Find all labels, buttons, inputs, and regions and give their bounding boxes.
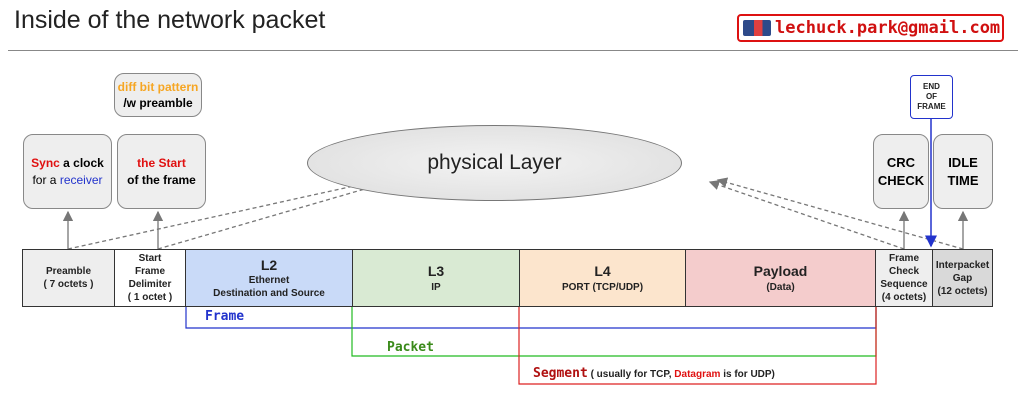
note-diff-line2: /w preamble <box>123 96 193 110</box>
segment-range-title: Segment <box>533 366 588 381</box>
segment-range-line <box>518 307 877 385</box>
packet-range-label: Packet <box>387 340 434 355</box>
dashed-gap-physical <box>716 177 964 250</box>
cell-frame-check-sequence: Frame Check Sequence (4 octets) <box>875 249 933 307</box>
frame-range-line <box>185 307 877 329</box>
end-of-frame-box: END OF FRAME <box>910 75 953 119</box>
note-diff-line1: diff bit pattern <box>117 79 199 94</box>
segment-range-label: Segment ( usually for TCP, Datagram is f… <box>533 366 775 381</box>
cell-fcs-l3: Sequence <box>880 279 928 290</box>
logo-icon <box>743 20 771 36</box>
note-sync-d: receiver <box>59 172 103 187</box>
cell-l4-l2: PORT (TCP/UDP) <box>561 281 644 293</box>
note-crc-b: CHECK <box>877 172 925 188</box>
cell-l2-ethernet: L2 Ethernet Destination and Source <box>185 249 353 307</box>
note-crc-check: CRC CHECK <box>873 134 929 209</box>
physical-layer-ellipse: physical Layer <box>307 125 682 201</box>
physical-layer-label: physical Layer <box>427 151 562 174</box>
cell-fcs-l2: Check <box>888 266 919 277</box>
dashed-sfd-physical <box>157 181 384 250</box>
cell-interpacket-gap: Interpacket Gap (12 octets) <box>932 249 993 307</box>
cell-gap-l1: Interpacket <box>935 259 990 271</box>
cell-l3-l2: IP <box>431 281 441 293</box>
note-diff-bit-pattern: diff bit pattern /w preamble <box>114 73 202 117</box>
segment-range-note-a: ( usually for TCP, <box>587 369 675 380</box>
dashed-fcs-physical <box>708 180 905 250</box>
cell-l4-port: L4 PORT (TCP/UDP) <box>519 249 686 307</box>
segment-range-note-b: Datagram <box>674 369 721 380</box>
cell-preamble-l1: Preamble <box>45 266 92 277</box>
title-divider <box>8 50 1018 51</box>
cell-preamble: Preamble ( 7 octets ) <box>22 249 115 307</box>
end-of-frame-line1: END <box>923 82 940 91</box>
cell-l3-ip: L3 IP <box>352 249 520 307</box>
email-text: lechuck.park@gmail.com <box>775 18 1001 38</box>
note-start-a: the Start <box>137 156 186 171</box>
cell-start-frame-delimiter: Start Frame Delimiter ( 1 octet ) <box>114 249 186 307</box>
page-title: Inside of the network packet <box>14 6 326 34</box>
note-sync-c: for a <box>32 172 60 187</box>
dashed-preamble-physical <box>67 178 374 250</box>
end-of-frame-line3: FRAME <box>917 102 946 111</box>
note-idle-a: IDLE <box>948 154 978 170</box>
note-sync-a: Sync <box>31 156 60 171</box>
cell-sfd-l1: Start <box>138 253 162 264</box>
cell-gap-l2: Gap <box>952 272 973 284</box>
note-start-b: of the frame <box>127 172 196 187</box>
cell-fcs-l1: Frame <box>888 253 919 264</box>
segment-range-note-c: is for UDP) <box>720 369 775 380</box>
note-idle-b: TIME <box>947 172 979 188</box>
cell-gap-l3: (12 octets) <box>937 285 988 297</box>
cell-sfd-l3: Delimiter <box>128 279 172 290</box>
cell-l2-l1: L2 <box>260 256 278 273</box>
cell-l4-l1: L4 <box>594 263 611 280</box>
note-sync-clock: Sync a clock for a receiver <box>23 134 112 209</box>
note-sync-b: a clock <box>59 156 104 171</box>
note-start-frame: the Start of the frame <box>117 134 206 209</box>
note-crc-a: CRC <box>886 154 916 170</box>
end-of-frame-line2: OF <box>925 92 938 101</box>
cell-preamble-l2: ( 7 octets ) <box>43 279 94 290</box>
cell-l2-l2: Ethernet <box>248 275 290 287</box>
cell-sfd-l2: Frame <box>134 266 165 277</box>
note-idle-time: IDLE TIME <box>933 134 993 209</box>
cell-payload: Payload (Data) <box>685 249 876 307</box>
cell-sfd-l4: ( 1 octet ) <box>127 292 173 303</box>
cell-l2-l3: Destination and Source <box>213 288 325 300</box>
cell-payload-l1: Payload <box>753 263 808 280</box>
cell-payload-l2: (Data) <box>766 281 795 293</box>
cell-l3-l1: L3 <box>427 263 445 280</box>
cell-fcs-l4: (4 octets) <box>881 292 927 303</box>
email-badge: lechuck.park@gmail.com <box>737 14 1004 42</box>
frame-range-label: Frame <box>205 309 245 324</box>
